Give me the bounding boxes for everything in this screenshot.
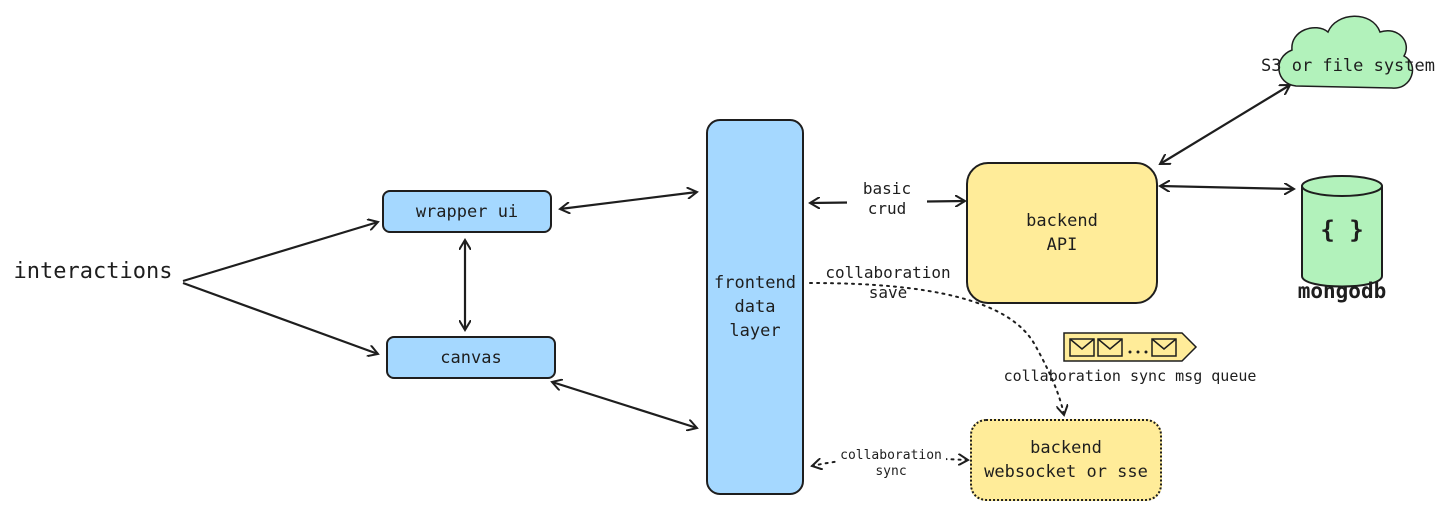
interactions-label: interactions — [13, 259, 173, 284]
canvas-label: canvas — [440, 347, 502, 368]
envelope-icon — [1069, 338, 1095, 357]
basic-crud-label: basic crud — [847, 179, 927, 219]
arrow-wrapper-frontend — [560, 192, 697, 209]
backend-api-node: backend API — [966, 162, 1158, 304]
arrow-collaboration-save — [809, 282, 1064, 415]
collaboration-sync-label: collaboration sync — [836, 448, 946, 480]
arrow-api-mongodb — [1160, 186, 1294, 189]
message-queue-icon — [1063, 332, 1198, 362]
cloud-icon — [1278, 15, 1414, 89]
collaboration-save-label: collaboration save — [825, 263, 951, 302]
canvas-node: canvas — [386, 336, 556, 379]
database-braces: { } — [1320, 216, 1364, 244]
envelope-icon — [1151, 338, 1177, 357]
arrow-canvas-frontend — [552, 382, 697, 428]
msg-queue-label: collaboration sync msg queue — [1003, 367, 1257, 385]
database-icon — [1301, 175, 1383, 288]
frontend-data-layer-node: frontend data layer — [706, 119, 804, 495]
envelope-icon — [1097, 338, 1123, 357]
backend-websocket-node: backend websocket or sse — [970, 419, 1162, 501]
frontend-data-layer-label: frontend data layer — [714, 273, 796, 341]
wrapper-ui-label: wrapper ui — [415, 201, 519, 222]
backend-api-label: backend API — [1026, 211, 1098, 255]
storage-label: S3 or file system — [1261, 56, 1435, 76]
wrapper-ui-node: wrapper ui — [382, 190, 552, 233]
arrow-interactions-to-canvas — [182, 281, 378, 354]
mongodb-label: mongodb — [1297, 279, 1387, 303]
arrow-interactions-to-wrapper — [182, 222, 378, 283]
arrow-api-storage — [1160, 85, 1290, 164]
backend-websocket-label: backend websocket or sse — [984, 438, 1148, 482]
